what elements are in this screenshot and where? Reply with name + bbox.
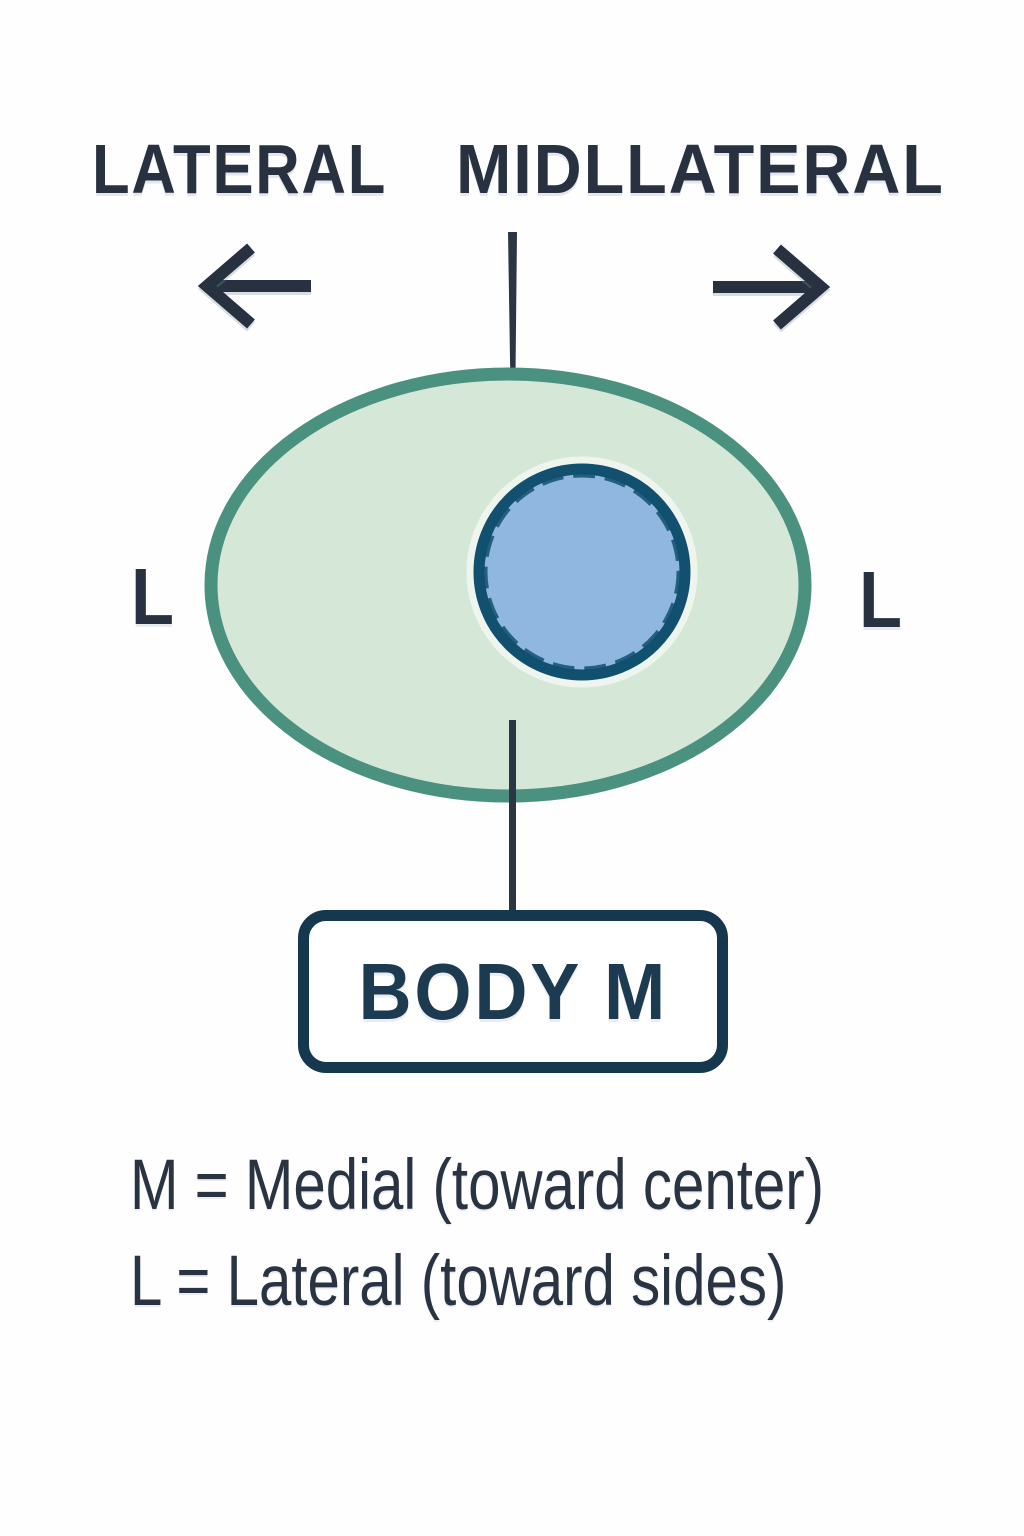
legend-medial-line: M = Medial (toward center) xyxy=(130,1146,825,1225)
left-arrow-icon xyxy=(197,243,311,329)
legend-lateral-line: L = Lateral (toward sides) xyxy=(130,1242,787,1321)
midline-lateral-label: MIDLLATERAL xyxy=(456,130,945,208)
nucleus-dashed-ring xyxy=(482,472,682,672)
nucleus-halo-ring xyxy=(466,456,698,688)
right-l-marker: L xyxy=(859,555,903,644)
nucleus-circle xyxy=(473,463,691,681)
right-arrow-icon xyxy=(713,244,831,330)
body-label-text: BODY M xyxy=(358,946,668,1036)
lateral-left-label: LATERAL xyxy=(92,130,388,208)
body-label-box: BODY M xyxy=(298,910,728,1073)
left-l-marker: L xyxy=(131,552,175,641)
midline-bottom-segment xyxy=(509,720,516,912)
